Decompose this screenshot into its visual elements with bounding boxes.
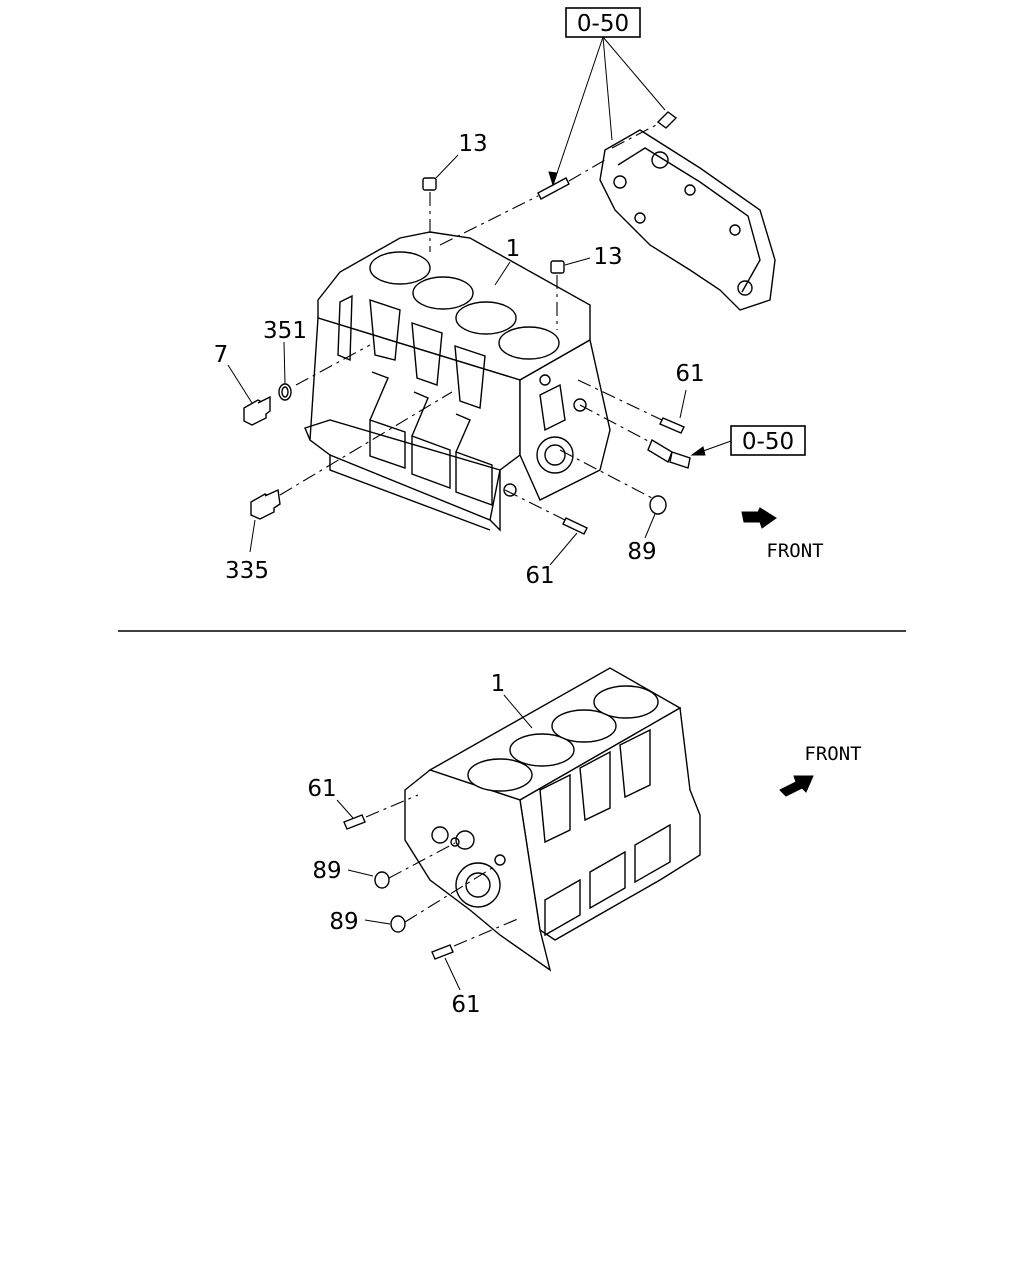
dowel-pin-13-left (422, 154, 459, 252)
callout-351: 351 (263, 318, 307, 344)
dowel-61-lower-top (336, 794, 419, 830)
dowel-61-bottom (504, 489, 588, 566)
dowel-61-lower-bottom (431, 917, 521, 991)
front-cover-plate (599, 129, 776, 311)
dowel-61-right (577, 379, 687, 434)
cylinder-block-lower (404, 667, 701, 972)
callout-61-bottom: 61 (525, 563, 554, 589)
cover-bolt (439, 111, 678, 246)
callout-block-upper: 1 (506, 236, 521, 262)
ref-label-side: 0-50 (742, 429, 794, 455)
ref-box-top: 0-50 (548, 7, 666, 187)
callout-89-lower-b: 89 (329, 909, 358, 935)
front-label-upper: FRONT (766, 540, 823, 562)
oil-pressure-fitting (579, 404, 691, 469)
front-arrow-upper: FRONT (741, 507, 824, 562)
front-arrow-lower: FRONT (779, 743, 862, 797)
front-label-lower: FRONT (804, 743, 861, 765)
cylinder-block-upper (304, 231, 611, 532)
callout-61-right: 61 (675, 361, 704, 387)
dowel-pin-13-right (550, 257, 591, 330)
plug-89-lower-b (364, 864, 498, 933)
o-ring-351 (278, 341, 371, 401)
callout-61-lower-top: 61 (307, 776, 336, 802)
callout-61-lower-bottom: 61 (451, 992, 480, 1018)
ref-label-top: 0-50 (577, 11, 629, 37)
plug-335 (249, 391, 453, 553)
plug-89-lower-a (347, 842, 456, 889)
plug-7 (227, 364, 271, 426)
lower-view: 1 61 89 89 61 FRONT (307, 667, 862, 1018)
callout-89-lower-a: 89 (312, 858, 341, 884)
upper-view: 0-50 (214, 7, 824, 589)
callout-13-left: 13 (458, 131, 487, 157)
callout-block-lower: 1 (491, 671, 506, 697)
callout-7: 7 (214, 342, 229, 368)
ref-box-side: 0-50 (690, 425, 806, 456)
plug-89 (559, 449, 667, 539)
callout-89: 89 (627, 539, 656, 565)
callout-13-right: 13 (593, 244, 622, 270)
callout-335: 335 (225, 558, 269, 584)
